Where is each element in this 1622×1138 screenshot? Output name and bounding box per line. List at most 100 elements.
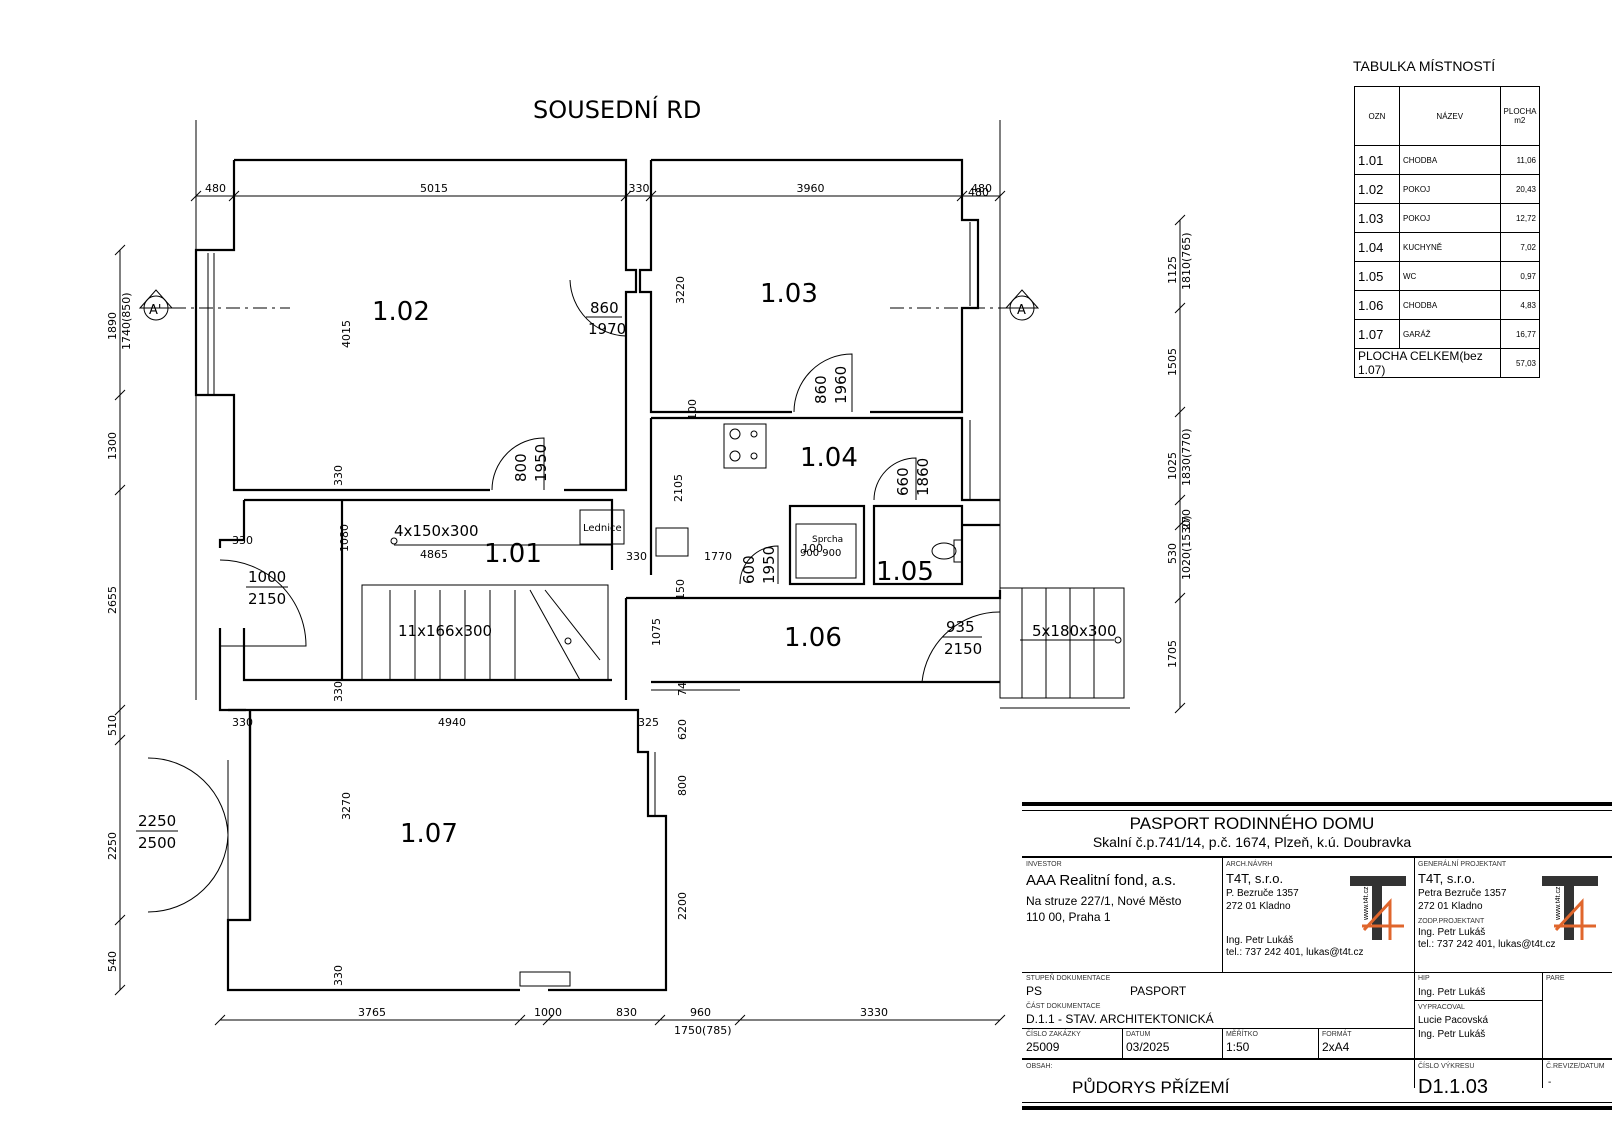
svg-text:800: 800 xyxy=(512,453,530,482)
shower-dims: 900 900 xyxy=(800,548,841,559)
stair-label-3: 5x180x300 xyxy=(1032,622,1117,640)
dim-inner-10: 330 xyxy=(332,681,345,702)
dim-top-0: 480 xyxy=(205,182,226,195)
svg-text:2500: 2500 xyxy=(138,834,176,852)
dim-inner-21: 100 xyxy=(802,542,823,555)
room-1-03-label: 1.03 xyxy=(760,279,818,309)
dim-inner-6: 1770 xyxy=(704,550,732,563)
dim-left-6: 540 xyxy=(106,951,119,972)
dim-bottom-1: 1000 xyxy=(534,1006,562,1019)
dim-left-3: 2655 xyxy=(106,586,119,614)
dim-bottom-2: 830 xyxy=(616,1006,637,1019)
dim-inner-9: 1075 xyxy=(650,618,663,646)
dim-inner-14: 325 xyxy=(638,716,659,729)
svg-text:935: 935 xyxy=(946,618,975,636)
dim-left-5: 2250 xyxy=(106,832,119,860)
dim-bottom-4: 1750(785) xyxy=(674,1024,732,1037)
dim-inner-16: 800 xyxy=(676,775,689,796)
walls xyxy=(194,158,1130,992)
room-labels: 1.02 1.03 1.04 1.01 1.05 1.06 1.07 xyxy=(372,279,934,849)
dim-right-2: 1505 xyxy=(1166,348,1179,376)
dim-inner-12: 330 xyxy=(332,965,345,986)
room-1-06-label: 1.06 xyxy=(784,623,842,653)
room-1-01-label: 1.01 xyxy=(484,539,542,569)
dim-inner-7: 2105 xyxy=(672,474,685,502)
shower-label: Sprcha xyxy=(812,535,843,545)
t4t-logo-icon-2: www.t4t.cz xyxy=(1542,876,1598,940)
dim-right-7: 270 xyxy=(1180,509,1193,530)
stair-label-2: 11x166x300 xyxy=(398,622,492,640)
dim-inner-15: 620 xyxy=(676,719,689,740)
dim-left-0: 1890 xyxy=(106,312,119,340)
svg-text:1950: 1950 xyxy=(760,546,778,584)
dim-bottom-3: 960 xyxy=(690,1006,711,1019)
dim-right-4: 1830(770) xyxy=(1180,428,1193,486)
dim-inner-11: 3270 xyxy=(340,792,353,820)
col-nazev: NÁZEV xyxy=(1399,86,1501,146)
dim-right-3: 1025 xyxy=(1166,452,1179,480)
dim-top-1: 5015 xyxy=(420,182,448,195)
neighbor-label: SOUSEDNÍ RD xyxy=(533,95,701,124)
stairs xyxy=(389,544,1095,698)
drawing-title: PASPORT RODINNÉHO DOMU xyxy=(1129,814,1375,833)
stair-labels: 4x150x300 11x166x300 5x180x300 xyxy=(390,522,1122,645)
svg-text:1970: 1970 xyxy=(588,320,626,338)
door-swings xyxy=(147,279,1001,913)
dim-right-1: 1810(765) xyxy=(1180,232,1193,290)
dim-inner-8: 100 xyxy=(686,399,699,420)
room-1-04-label: 1.04 xyxy=(800,443,858,473)
section-mark-right: A xyxy=(1017,303,1026,318)
t4t-logo-icon: www.t4t.cz xyxy=(1350,876,1406,940)
svg-text:1860: 1860 xyxy=(914,458,932,496)
dim-right-0: 1125 xyxy=(1166,256,1179,284)
room-1-07-label: 1.07 xyxy=(400,819,458,849)
svg-text:1960: 1960 xyxy=(832,366,850,404)
dim-inner-17: 2200 xyxy=(676,892,689,920)
dim-inner-5: 330 xyxy=(626,550,647,563)
room-table-title: TABULKA MÍSTNOSTÍ xyxy=(1353,58,1496,74)
title-block: PASPORT RODINNÉHO DOMU Skalní č.p.741/14… xyxy=(1022,802,1612,1132)
dim-right-6: 1020(1530) xyxy=(1180,515,1193,580)
dim-inner-3: 1080 xyxy=(338,524,351,552)
dim-right-8: 1705 xyxy=(1166,640,1179,668)
dim-left-4: 510 xyxy=(106,715,119,736)
investor-name: AAA Realitní fond, a.s. xyxy=(1026,872,1177,889)
section-mark-left: A' xyxy=(149,303,161,318)
stair-label-1: 4x150x300 xyxy=(394,522,479,540)
col-plocha: PLOCHA m2 xyxy=(1499,86,1541,146)
table-total-row: PLOCHA CELKEM(bez 1.07) 57,03 xyxy=(1354,348,1541,378)
dim-inner-2: 330 xyxy=(332,465,345,486)
dim-top-3: 3960 xyxy=(797,182,825,195)
drawing-subtitle: Skalní č.p.741/14, p.č. 1674, Plzeň, k.ú… xyxy=(1092,834,1412,850)
dim-top-2: 330 xyxy=(629,182,650,195)
dim-left-2: 1300 xyxy=(106,432,119,460)
dimension-lines: 480 5015 330 3960 480 3765 1000 830 960 1750(785)… xyxy=(106,182,1193,1037)
dim-top-4: 480 xyxy=(971,182,992,195)
svg-text:860: 860 xyxy=(590,299,619,317)
room-1-05-label: 1.05 xyxy=(876,557,934,587)
dim-right-5: 530 xyxy=(1166,543,1179,564)
dim-bottom-0: 3765 xyxy=(358,1006,386,1019)
fixtures: Lednice Sprcha 900 900 xyxy=(579,423,963,579)
svg-text:www.t4t.cz: www.t4t.cz xyxy=(1555,886,1562,921)
sheet-content: PŮDORYS PŘÍZEMÍ xyxy=(1072,1078,1230,1097)
fridge-label: Lednice xyxy=(583,523,622,534)
svg-text:660: 660 xyxy=(894,467,912,496)
section-marks: A' A xyxy=(138,289,1040,321)
svg-text:1950: 1950 xyxy=(532,444,550,482)
dim-bottom-5: 3330 xyxy=(860,1006,888,1019)
svg-text:www.t4t.cz: www.t4t.cz xyxy=(1363,886,1370,921)
dim-left-1: 1740(850) xyxy=(120,292,133,350)
svg-text:2150: 2150 xyxy=(248,590,286,608)
room-1-02-label: 1.02 xyxy=(372,297,430,327)
door-labels: 860 1970 860 1960 800 1950 660 1860 600 … xyxy=(136,299,982,852)
drawing-number: D1.1.03 xyxy=(1418,1076,1489,1098)
svg-text:1000: 1000 xyxy=(248,568,286,586)
svg-text:2150: 2150 xyxy=(944,640,982,658)
